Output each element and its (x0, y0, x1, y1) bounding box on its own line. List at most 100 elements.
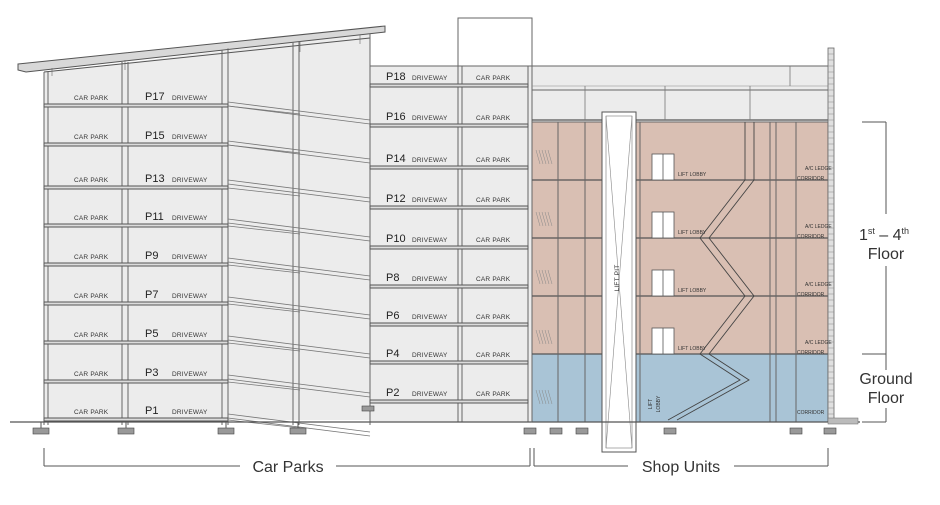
corridor-label: CORRIDOR (797, 350, 825, 356)
corridor-label: CORRIDOR (797, 234, 825, 240)
ground-lift-label: LIFT (648, 399, 654, 409)
lift-lobby-label: LIFT LOBBY (678, 230, 707, 236)
right-level-label: P16 (386, 111, 406, 123)
left-driveway-label: DRIVEWAY (172, 134, 208, 141)
left-slab (43, 262, 229, 267)
hatch-line (547, 211, 553, 227)
right-carpark-label: CAR PARK (476, 237, 511, 244)
lift-pit-label: LIFT PIT (614, 265, 621, 292)
left-carpark-label: CAR PARK (74, 254, 109, 261)
left-driveway-label: DRIVEWAY (172, 293, 208, 300)
left-driveway-label: DRIVEWAY (172, 332, 208, 339)
ground-floor-label-line2: Floor (868, 390, 905, 407)
left-slab (43, 301, 229, 306)
left-ramp (227, 257, 371, 277)
car-parks-dimension (43, 448, 531, 467)
right-driveway-label: DRIVEWAY (412, 314, 448, 321)
hatch-line (538, 269, 544, 285)
lift-lobby-label: LIFT LOBBY (678, 346, 707, 352)
right-driveway-label: DRIVEWAY (412, 197, 448, 204)
left-ramp (227, 296, 371, 316)
right-carpark-label: CAR PARK (476, 75, 511, 82)
right-driveway-label: DRIVEWAY (412, 115, 448, 122)
left-level-label: P11 (145, 211, 164, 223)
hatch-line (535, 389, 541, 405)
left-ramp-top (227, 144, 301, 154)
left-ramp (227, 218, 371, 238)
hatch-line (541, 149, 547, 165)
left-carpark-label: CAR PARK (74, 293, 109, 300)
left-ramp-top (227, 105, 301, 115)
left-ramp (227, 261, 371, 281)
hatch-line (538, 149, 544, 165)
shop-units-block (531, 47, 860, 453)
right-driveway-label: DRIVEWAY (412, 352, 448, 359)
right-carpark-label: CAR PARK (476, 197, 511, 204)
left-slab (43, 340, 229, 345)
ground-floor-label-line1: Ground (859, 371, 912, 388)
left-driveway-label: DRIVEWAY (172, 371, 208, 378)
left-ramp-top (227, 225, 301, 235)
left-ramp (227, 179, 371, 199)
right-driveway-label: DRIVEWAY (412, 237, 448, 244)
hatch-line (541, 211, 547, 227)
left-driveway-label: DRIVEWAY (172, 215, 208, 222)
right-driveway-label: DRIVEWAY (412, 75, 448, 82)
hatch-line (535, 149, 541, 165)
right-level-label: P8 (386, 272, 399, 284)
right-carpark-label: CAR PARK (476, 115, 511, 122)
hatch-line (547, 149, 553, 165)
left-ramp (227, 183, 371, 203)
left-carpark-label: CAR PARK (74, 332, 109, 339)
right-driveway-label: DRIVEWAY (412, 276, 448, 283)
left-level-label: P15 (145, 130, 165, 142)
hatch-line (535, 269, 541, 285)
right-level-label: P18 (386, 71, 406, 83)
left-ramp (227, 300, 371, 320)
corridor-label-ground: CORRIDOR (797, 410, 825, 416)
right-slab (369, 165, 529, 170)
right-slab (369, 205, 529, 210)
corridor-label: CORRIDOR (797, 292, 825, 298)
left-ramp-top (227, 303, 301, 313)
hatch-line (535, 329, 541, 345)
hatch-line (544, 329, 550, 345)
right-level-label: P2 (386, 387, 399, 399)
hatch-line (544, 149, 550, 165)
left-ramp-top (227, 264, 301, 274)
upper-floors-bracket (862, 121, 887, 355)
hatch-line (544, 211, 550, 227)
shop-units-label: Shop Units (642, 459, 720, 476)
lift-lobby-label: LIFT LOBBY (678, 288, 707, 294)
left-level-label: P9 (145, 250, 158, 262)
upper-floors-label-line1: 1st – 4th (859, 226, 909, 244)
right-level-label: P14 (386, 153, 406, 165)
left-ramp (227, 417, 371, 437)
left-level-label: P7 (145, 289, 158, 301)
left-carpark-label: CAR PARK (74, 215, 109, 222)
ac-ledge-label: A/C LEDGE (805, 224, 832, 230)
staircase (667, 122, 746, 421)
left-ramp-top (227, 342, 301, 352)
hatch-line (544, 389, 550, 405)
right-level-label: P4 (386, 348, 399, 360)
hatch-line (547, 269, 553, 285)
ground-floor-fill (531, 353, 829, 423)
hatch-line (538, 211, 544, 227)
left-driveway-label: DRIVEWAY (172, 409, 208, 416)
upper-floors-label-line2: Floor (868, 246, 905, 263)
right-slab (369, 284, 529, 289)
left-ramp (227, 140, 371, 160)
left-level-label: P13 (145, 173, 165, 185)
left-slab (43, 379, 229, 384)
right-slab (369, 322, 529, 327)
left-slab (43, 185, 229, 190)
right-slab (369, 399, 529, 404)
hatch-line (547, 389, 553, 405)
ground-lobby-label: LOBBY (656, 395, 662, 412)
ac-ledge-label: A/C LEDGE (805, 166, 832, 172)
left-slab (43, 417, 229, 422)
left-carpark-label: CAR PARK (74, 95, 109, 102)
